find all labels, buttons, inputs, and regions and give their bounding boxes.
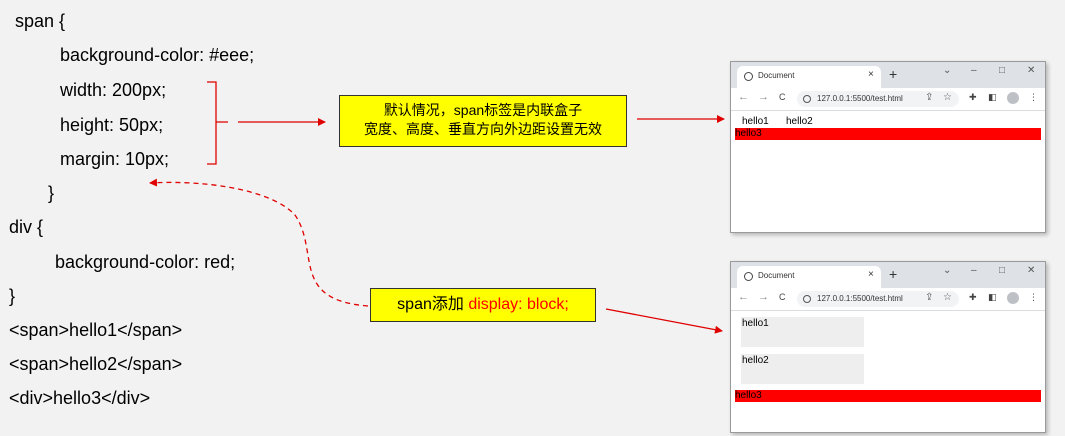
tab-document[interactable]: Document × bbox=[737, 266, 881, 288]
bookmark-star-icon[interactable]: ☆ bbox=[943, 292, 952, 303]
bookmark-star-icon[interactable]: ☆ bbox=[943, 92, 952, 103]
address-bar[interactable]: 127.0.0.1:5500/test.html ⇪ ☆ bbox=[797, 291, 959, 307]
back-icon[interactable]: ← bbox=[738, 91, 749, 103]
tab-title: Document bbox=[758, 271, 795, 280]
browser-window-block: Document × + ⌄ – □ ✕ ← → C 127.0.0.1:550… bbox=[730, 261, 1046, 433]
title-bar: Document × + ⌄ – □ ✕ bbox=[731, 262, 1045, 288]
block-span-hello1: hello1 bbox=[741, 317, 864, 347]
code-div-open: div { bbox=[9, 217, 44, 237]
tab-close-icon[interactable]: × bbox=[868, 269, 874, 280]
inline-hello1: hello1 bbox=[742, 116, 769, 127]
callout-display-block-note: span添加 display: block; bbox=[370, 288, 596, 322]
dashed-arrow-to-span-rule bbox=[149, 178, 369, 307]
code-div-close: } bbox=[9, 286, 16, 306]
address-bar[interactable]: 127.0.0.1:5500/test.html ⇪ ☆ bbox=[797, 91, 959, 107]
div-hello3-red-bar: hello3 bbox=[735, 128, 1041, 140]
share-icon[interactable]: ⇪ bbox=[925, 92, 934, 103]
tab-title: Document bbox=[758, 71, 795, 80]
inline-hello2: hello2 bbox=[786, 116, 813, 127]
site-info-icon[interactable] bbox=[803, 295, 811, 303]
div-hello3-red-bar: hello3 bbox=[735, 390, 1041, 402]
bracket bbox=[207, 81, 228, 165]
code-span-hello2: <span>hello2</span> bbox=[9, 354, 183, 374]
browser-window-inline: Document × + ⌄ – □ ✕ ← → C 127.0.0.1:550… bbox=[730, 61, 1046, 233]
page-content: hello1 hello2 hello3 bbox=[731, 111, 1045, 232]
extensions-icon[interactable]: ✚ bbox=[969, 92, 977, 102]
close-window-icon[interactable]: ✕ bbox=[1027, 265, 1036, 276]
tab-search-icon[interactable]: ⌄ bbox=[943, 265, 952, 276]
tab-close-icon[interactable]: × bbox=[868, 69, 874, 80]
block-hello1-text: hello1 bbox=[742, 318, 769, 329]
arrow-callout-to-browser-2 bbox=[605, 308, 723, 334]
code-span-open: span { bbox=[15, 11, 66, 31]
new-tab-button[interactable]: + bbox=[889, 266, 898, 282]
code-height: height: 50px; bbox=[60, 115, 164, 135]
code-div-hello3: <div>hello3</div> bbox=[9, 388, 151, 408]
maximize-icon[interactable]: □ bbox=[999, 265, 1006, 276]
block-span-hello2: hello2 bbox=[741, 354, 864, 384]
toolbar: ← → C 127.0.0.1:5500/test.html ⇪ ☆ ✚ ◧ ⋮ bbox=[731, 288, 1045, 311]
minimize-icon[interactable]: – bbox=[971, 65, 977, 76]
reload-icon[interactable]: C bbox=[779, 92, 786, 102]
callout-inline-line2: 宽度、高度、垂直方向外边距设置无效 bbox=[364, 121, 602, 137]
toolbar: ← → C 127.0.0.1:5500/test.html ⇪ ☆ ✚ ◧ ⋮ bbox=[731, 88, 1045, 111]
maximize-icon[interactable]: □ bbox=[999, 65, 1006, 76]
code-span-hello1: <span>hello1</span> bbox=[9, 320, 183, 340]
callout-display-prefix: span添加 bbox=[397, 296, 469, 313]
globe-icon bbox=[744, 272, 753, 281]
reload-icon[interactable]: C bbox=[779, 292, 786, 302]
forward-icon[interactable]: → bbox=[758, 291, 769, 303]
url-text: 127.0.0.1:5500/test.html bbox=[817, 94, 903, 103]
side-panel-icon[interactable]: ◧ bbox=[988, 92, 997, 102]
callout-inline-box-note: 默认情况，span标签是内联盒子 宽度、高度、垂直方向外边距设置无效 bbox=[339, 95, 627, 147]
inline-hello3: hello3 bbox=[735, 128, 762, 139]
profile-avatar-icon[interactable] bbox=[1007, 92, 1019, 104]
close-window-icon[interactable]: ✕ bbox=[1027, 65, 1036, 76]
menu-icon[interactable]: ⋮ bbox=[1029, 292, 1038, 302]
callout-display-highlight: display: block; bbox=[468, 296, 569, 313]
share-icon[interactable]: ⇪ bbox=[925, 292, 934, 303]
forward-icon[interactable]: → bbox=[758, 91, 769, 103]
minimize-icon[interactable]: – bbox=[971, 265, 977, 276]
tab-document[interactable]: Document × bbox=[737, 66, 881, 88]
code-background-color-eee: background-color: #eee; bbox=[60, 45, 255, 65]
title-bar: Document × + ⌄ – □ ✕ bbox=[731, 62, 1045, 88]
block-hello3-text: hello3 bbox=[735, 390, 762, 401]
side-panel-icon[interactable]: ◧ bbox=[988, 292, 997, 302]
url-text: 127.0.0.1:5500/test.html bbox=[817, 294, 903, 303]
code-background-color-red: background-color: red; bbox=[55, 252, 236, 272]
globe-icon bbox=[744, 72, 753, 81]
block-hello2-text: hello2 bbox=[742, 355, 769, 366]
extensions-icon[interactable]: ✚ bbox=[969, 292, 977, 302]
new-tab-button[interactable]: + bbox=[889, 66, 898, 82]
code-margin: margin: 10px; bbox=[60, 149, 170, 169]
back-icon[interactable]: ← bbox=[738, 291, 749, 303]
site-info-icon[interactable] bbox=[803, 95, 811, 103]
menu-icon[interactable]: ⋮ bbox=[1029, 92, 1038, 102]
profile-avatar-icon[interactable] bbox=[1007, 292, 1019, 304]
page-content: hello1 hello2 hello3 bbox=[731, 311, 1045, 432]
callout-inline-line1: 默认情况，span标签是内联盒子 bbox=[383, 102, 583, 118]
code-width: width: 200px; bbox=[60, 80, 167, 100]
tab-search-icon[interactable]: ⌄ bbox=[943, 65, 952, 76]
code-span-close: } bbox=[48, 183, 55, 203]
